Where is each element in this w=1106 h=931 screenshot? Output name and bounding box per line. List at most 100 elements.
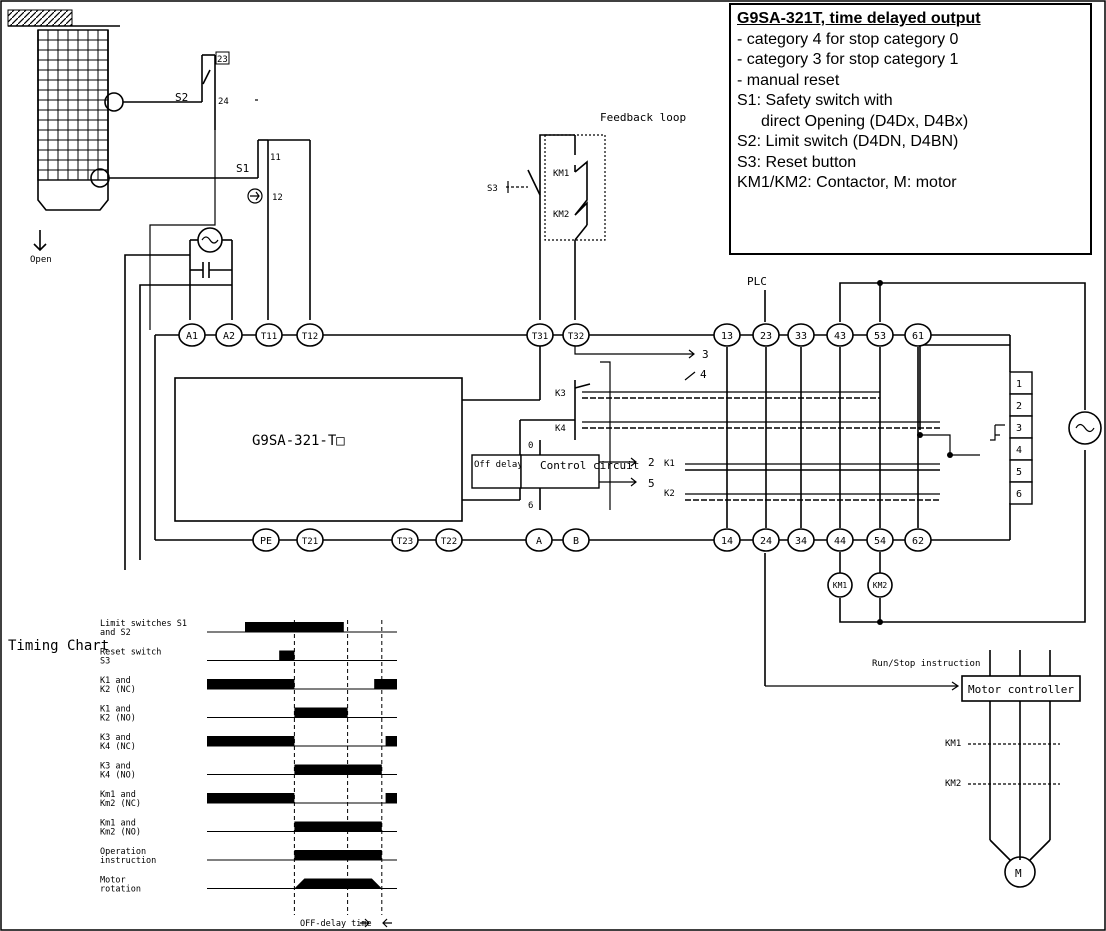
terminal-33: 33: [787, 323, 815, 347]
timing-bar: [294, 850, 382, 860]
s2-limit-switch: 23 24 S2: [123, 51, 258, 130]
terminal-t22: T22: [435, 528, 463, 552]
terminal-23-label: 23: [217, 55, 228, 65]
timing-row-label: and S2: [100, 628, 131, 638]
k1-k2-contacts: K1 K2: [664, 459, 940, 501]
terminal-t31-label: T31: [532, 332, 548, 342]
terminal-t11-label: T11: [261, 332, 277, 342]
right-ac-supply: [1068, 411, 1102, 445]
info-line: - category 3 for stop category 1: [737, 51, 959, 68]
timing-row-label: K1 and: [100, 676, 131, 686]
terminal-t11: T11: [255, 323, 283, 347]
motor-controller-label: Motor controller: [968, 683, 1074, 696]
timing-row-label: K2 (NO): [100, 714, 136, 724]
terminal-t21: T21: [296, 528, 324, 552]
feedback-loop: Feedback loop KM1 KM2 S3: [487, 111, 686, 320]
terminal-34: 34: [787, 528, 815, 552]
info-line: S1: Safety switch with: [737, 92, 893, 109]
timing-row-label: Operation: [100, 847, 146, 857]
terminal-b: B: [562, 528, 590, 552]
output-5-label: 5: [648, 477, 655, 490]
km1-fb-label: KM1: [553, 169, 569, 179]
timing-row-label: Limit switches S1: [100, 619, 187, 629]
terminal-44-label: 44: [834, 536, 846, 547]
timing-row-label: Motor: [100, 876, 126, 886]
terminal-t12: T12: [296, 323, 324, 347]
terminal-11-label: 11: [270, 153, 281, 163]
terminal-b-label: B: [573, 536, 579, 547]
timing-row-label: rotation: [100, 885, 141, 895]
terminal-t32: T32: [562, 323, 590, 347]
terminal-12-label: 12: [272, 193, 283, 203]
output-4-label: 4: [700, 368, 707, 381]
terminal-pe: PE: [252, 528, 280, 552]
relay-unit: G9SA-321-T□: [174, 345, 575, 522]
info-line: - manual reset: [737, 71, 840, 89]
off-delay-timer-label: Off delay timer: [474, 460, 556, 470]
info-box: G9SA-321T, time delayed output - categor…: [729, 3, 1092, 255]
terminal-13: 13: [713, 323, 741, 347]
timing-bar: [294, 707, 348, 718]
coil-label: KM1: [833, 581, 848, 590]
info-line: S3: Reset button: [737, 153, 857, 171]
k1-label: K1: [664, 459, 675, 469]
s1-label: S1: [236, 162, 249, 175]
terminal-t21-label: T21: [302, 537, 318, 547]
timing-bar: [374, 679, 397, 689]
terminal-43: 43: [826, 323, 854, 347]
control-circuit-label: Control circuit: [540, 459, 639, 472]
terminal-a2-label: A2: [223, 331, 235, 342]
terminal-t12-label: T12: [302, 332, 318, 342]
motor-label: M: [1015, 867, 1022, 880]
timing-row-label: K4 (NC): [100, 742, 136, 752]
timing-bar: [385, 736, 397, 746]
motor-section: Run/Stop instruction Motor controller KM…: [764, 553, 1081, 888]
timing-row-label: K1 and: [100, 705, 131, 715]
info-line: direct Opening (D4Dx, D4Bx): [761, 112, 969, 130]
timing-bar: [207, 679, 295, 689]
s1-safety-switch: 11 12 S1: [109, 139, 311, 320]
terminal-pe-label: PE: [260, 536, 272, 547]
ac-supply: [189, 227, 233, 320]
timing-row-label: Km2 (NC): [100, 799, 141, 809]
terminal-61-label: 61: [912, 331, 924, 342]
timing-bar: [207, 793, 295, 803]
run-stop-label: Run/Stop instruction: [872, 659, 980, 669]
terminal-43-label: 43: [834, 331, 846, 342]
terminal-33-label: 33: [795, 331, 807, 342]
terminal-t23: T23: [391, 528, 419, 552]
terminal-t23-label: T23: [397, 537, 413, 547]
info-line: KM1/KM2: Contactor, M: motor: [737, 174, 957, 191]
coil-km2: KM2: [867, 552, 893, 598]
timing-bar: [385, 793, 397, 803]
pin-label: 5: [1016, 467, 1022, 478]
off-delay-time-label: OFF-delay time: [300, 919, 372, 929]
terminal-53: 53: [866, 323, 894, 347]
motor-km2-label: KM2: [945, 779, 961, 789]
control-circuit: Off delay timer Control circuit 0 6 2 5: [471, 440, 655, 511]
terminal-14: 14: [713, 528, 741, 552]
terminal-61: 61: [904, 323, 932, 347]
timing-row-label: Km1 and: [100, 819, 136, 829]
pin-label: 4: [1016, 445, 1022, 456]
info-title: G9SA-321T, time delayed output: [737, 10, 981, 27]
timing-row-label: instruction: [100, 856, 156, 866]
terminal-54: 54: [866, 528, 894, 552]
terminal-a: A: [525, 528, 553, 552]
timing-row-label: Reset switch: [100, 648, 161, 658]
timing-bar: [294, 821, 382, 832]
timing-row-label: Km2 (NO): [100, 828, 141, 838]
